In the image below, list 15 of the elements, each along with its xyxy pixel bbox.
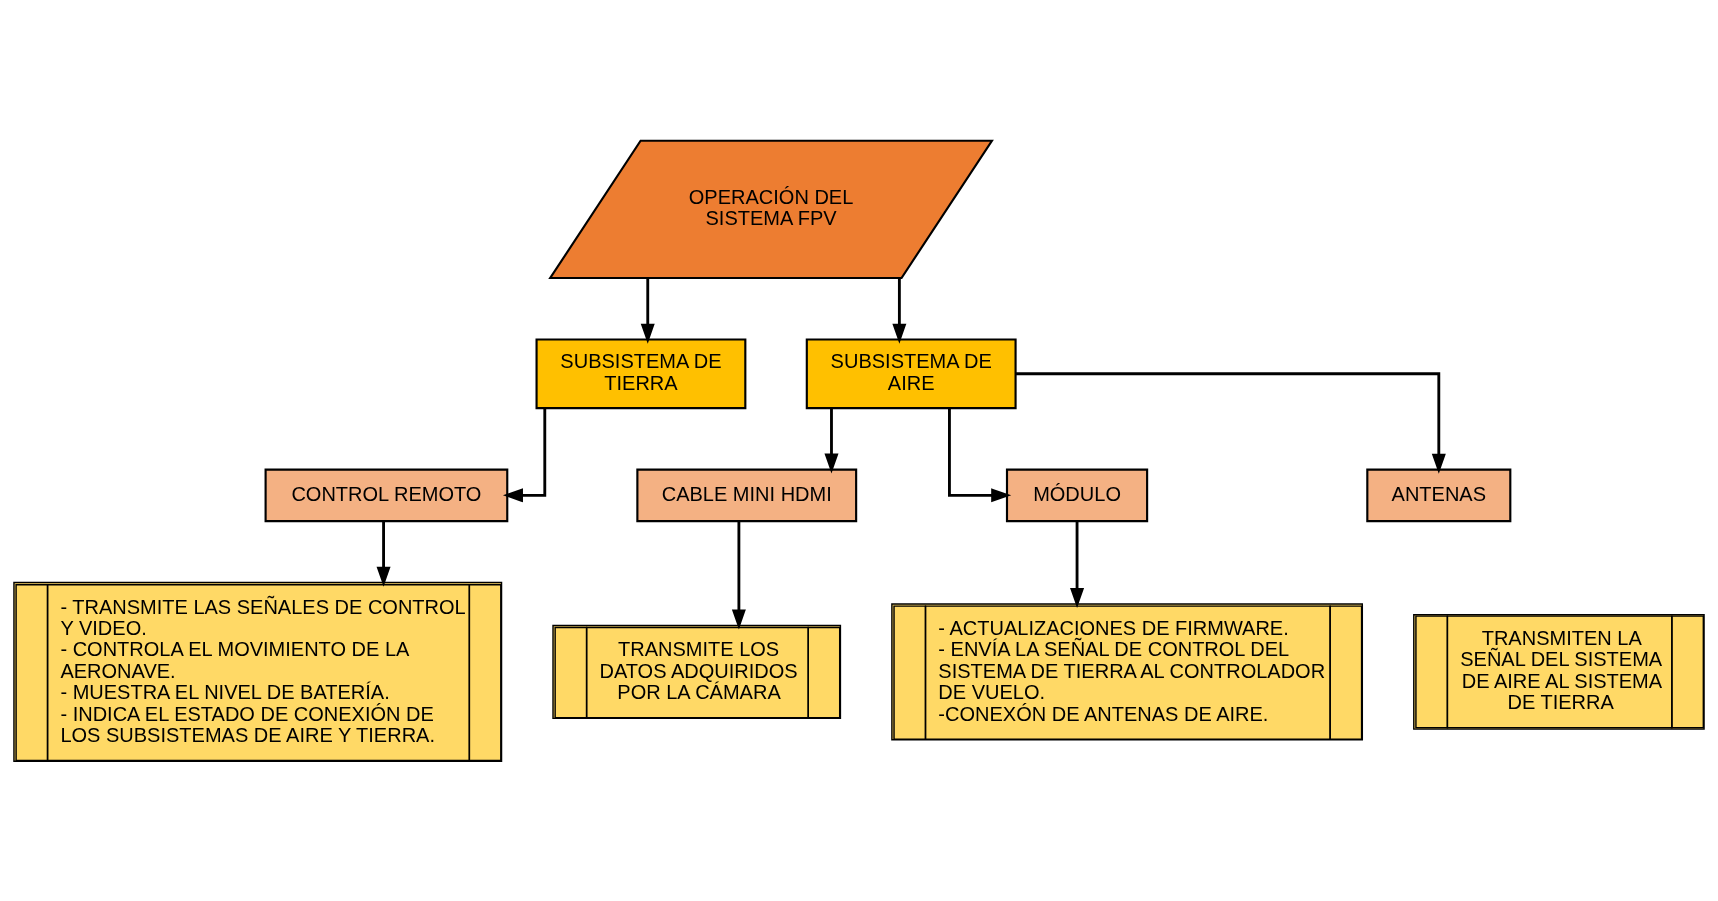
arrow	[376, 520, 391, 587]
arrow	[948, 407, 1012, 502]
node-box: SUBSISTEMA DE TIERRA	[535, 337, 747, 409]
node-box: SUBSISTEMA DE AIRE	[805, 337, 1017, 409]
node-box: CABLE MINI HDMI	[636, 468, 858, 522]
arrow	[640, 277, 655, 344]
arrow	[1070, 520, 1085, 608]
node-box: ANTENAS	[1366, 468, 1512, 522]
node-box: MÓDULO	[1005, 468, 1149, 522]
arrow	[1016, 371, 1446, 474]
arrow	[502, 407, 547, 502]
node-box: CONTROL REMOTO	[264, 468, 509, 522]
arrow	[824, 407, 839, 474]
arrow	[731, 520, 746, 629]
arrow	[892, 277, 907, 344]
